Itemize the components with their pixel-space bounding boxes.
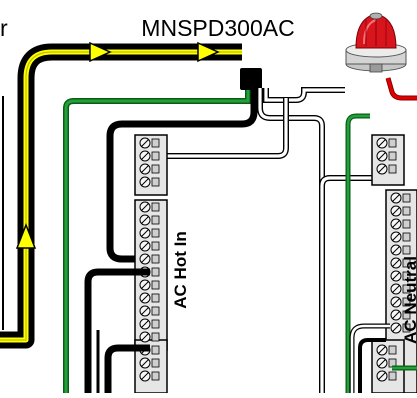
- hot-jumper-wire: [106, 82, 258, 263]
- flow-arrow-icon: [89, 41, 112, 63]
- cut-label-fragment: r: [0, 15, 8, 41]
- load-wire-hot-1: [84, 268, 150, 393]
- neutral-busbar: [371, 134, 417, 394]
- feed-cable: [0, 43, 242, 349]
- cable-connector: [240, 68, 262, 90]
- load-wire-hot-2: [104, 344, 150, 393]
- device-label: MNSPD300AC: [141, 15, 294, 41]
- flow-arrow-icon: [197, 41, 220, 63]
- flow-arrow-icon: [15, 222, 37, 249]
- neutral-wire: [257, 88, 325, 393]
- hot-busbar-label: AC Hot In: [171, 231, 190, 308]
- surge-protector-icon: [345, 12, 407, 73]
- hot-busbar: [134, 134, 168, 394]
- neutral-busbar-label: AC Neutral: [401, 256, 417, 344]
